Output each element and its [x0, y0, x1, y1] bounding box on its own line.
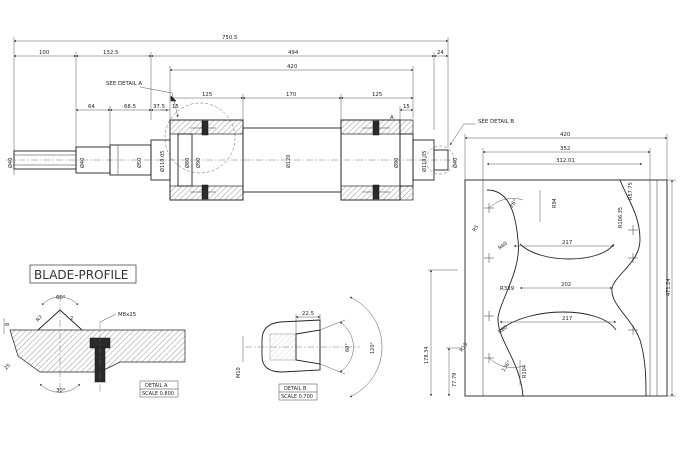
- shaft-assembly: 750.5 100 132.5 494 24 420 125 170 125 1…: [6, 35, 514, 201]
- blade-dim-edge: 25: [3, 363, 12, 372]
- blade-dim-small: 2: [70, 316, 73, 322]
- dim-step-a: 64: [88, 104, 95, 110]
- plate-width-202: 202: [561, 282, 571, 288]
- cam-plate: 420 352 312.01 217 R339 202: [424, 132, 676, 397]
- blade-profile-title-box: [29, 264, 137, 284]
- dia-hub-inner: Ø80: [184, 158, 191, 168]
- plate-height-left-lower: 77.79: [452, 373, 458, 387]
- blade-dim-left: 8: [5, 323, 11, 326]
- dia-body: Ø120: [285, 155, 292, 168]
- detail-b-scale: SCALE 0.700: [281, 394, 313, 400]
- dia-neck: Ø40: [79, 158, 86, 168]
- dia-hub: Ø90: [195, 158, 202, 168]
- plate-r-bl2: R18: [459, 342, 470, 354]
- detail-b-label: DETAIL B: [284, 386, 307, 392]
- plate-r-small: R60: [497, 241, 508, 252]
- blade-angle-bottom: 30°: [56, 388, 66, 394]
- dim-step-c: 37.5: [153, 104, 165, 110]
- plate-width-217-bottom: 217: [562, 316, 572, 322]
- plate-width-inner: 352: [560, 146, 570, 152]
- blade-angle-top: 60°: [56, 295, 66, 301]
- dim-right-hub: 125: [372, 92, 382, 98]
- see-detail-a-label: SEE DETAIL A: [106, 81, 142, 87]
- blade-dim-r: R7: [35, 314, 44, 323]
- detail-b: 60° 120° 22.5 M10 DETAIL B SCALE 0.700: [236, 296, 383, 401]
- dim-left-offset: 100: [39, 50, 50, 56]
- plate-r-top-right: R57.75: [628, 182, 634, 200]
- plate-r104: R104: [522, 365, 528, 378]
- dim-overall-length: 750.5: [222, 35, 237, 41]
- plate-radius-center: R339: [500, 286, 515, 292]
- dim-left-hub: 125: [202, 92, 212, 98]
- blade-thread: M8x25: [118, 312, 136, 318]
- dia-right-end: Ø40: [452, 158, 459, 168]
- center-mark-icon: [484, 203, 638, 363]
- plate-width-217-top: 217: [562, 240, 572, 246]
- detail-a-circle: [164, 102, 236, 174]
- plate-width-mid: 312.01: [556, 158, 575, 164]
- plate-r94: R94: [552, 198, 558, 208]
- detail-b-angle-inner: 60°: [345, 343, 351, 352]
- dim-mid-span: 420: [287, 64, 298, 70]
- dia-collar: Ø110.05: [159, 151, 166, 172]
- marker-a-label: A: [390, 115, 394, 121]
- dia-left-end: Ø40: [7, 158, 14, 168]
- blade-profile-title: BLADE-PROFILE: [34, 268, 128, 282]
- dia-shoulder: Ø50: [136, 158, 143, 168]
- dim-right-step: 15: [403, 104, 410, 110]
- dia-right-hub: Ø90: [393, 158, 400, 168]
- detail-a-marker-icon: [170, 95, 177, 102]
- dim-middle-gap: 170: [286, 92, 297, 98]
- plate-height-left-upper: 178.34: [424, 347, 430, 365]
- detail-a-label: DETAIL A: [145, 383, 168, 389]
- plate-angle-bottom: 136°: [501, 359, 513, 373]
- plate-r-top-left: R5: [472, 224, 481, 233]
- detail-b-angle-outer: 120°: [370, 341, 376, 354]
- dim-right-stub: 24: [437, 50, 444, 56]
- detail-b-circle: [425, 145, 455, 175]
- plate-r-right: R106.35: [618, 207, 624, 228]
- plate-angle-top-left: 26°: [509, 198, 519, 209]
- blade-profile-detail: BLADE-PROFILE 60° 30° M8x25 8 R7 2 25 DE…: [3, 264, 186, 398]
- plate-r-bottom-left: R60: [497, 325, 508, 336]
- dia-right-collar: Ø110.05: [421, 151, 428, 172]
- dim-step-b: 68.5: [124, 104, 136, 110]
- detail-a-scale: SCALE 0.800: [142, 391, 174, 397]
- plate-height-total: 471.24: [666, 279, 672, 297]
- detail-b-width: 22.5: [302, 311, 314, 317]
- dim-left-step: 132.5: [103, 50, 118, 56]
- see-detail-b-label: SEE DETAIL B: [478, 119, 514, 125]
- plate-width-total: 420: [560, 132, 571, 138]
- detail-b-thread: M10: [236, 367, 242, 378]
- dim-body-length: 494: [288, 50, 299, 56]
